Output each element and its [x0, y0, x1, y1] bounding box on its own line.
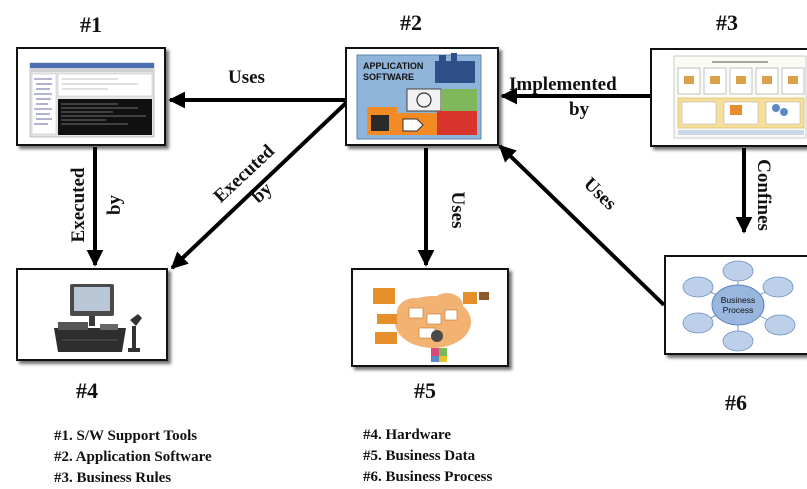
- edge-3-to-2-label-line2: by: [569, 99, 590, 120]
- business-data-cloud-image: [373, 288, 489, 362]
- legend-item-5: #5. Business Data: [363, 448, 476, 464]
- node-6-business-process-box: Business Process: [664, 255, 807, 355]
- business-rules-image: [673, 55, 807, 139]
- node-1-number: #1: [80, 12, 102, 37]
- application-software-image: APPLICATION SOFTWARE: [356, 53, 482, 140]
- node-4-number: #4: [76, 378, 98, 403]
- app-software-image-text-1: APPLICATION: [363, 61, 423, 71]
- node-6-number: #6: [725, 390, 747, 415]
- legend-right: #4. Hardware #5. Business Data #6. Busin…: [363, 425, 492, 488]
- app-software-image-text-2: SOFTWARE: [363, 72, 414, 82]
- node-3-business-rules-box: [650, 48, 807, 147]
- node-1-support-tools-box: [16, 47, 166, 146]
- node-2-number: #2: [400, 10, 422, 35]
- edge-2-to-4-label-line2: by: [247, 178, 276, 207]
- edge-2-to-5-label: Uses: [447, 192, 468, 229]
- legend-item-4: #4. Hardware: [363, 427, 452, 443]
- node-5-number: #5: [414, 378, 436, 403]
- legend-item-2: #2. Application Software: [54, 449, 212, 465]
- edge-3-to-2-label-line1: Implemented: [509, 74, 617, 95]
- pos-terminal-image: [54, 284, 142, 352]
- edge-3-to-6-label: Confines: [753, 159, 774, 231]
- business-process-image: Business Process: [682, 260, 796, 352]
- business-process-image-text-2: Process: [723, 305, 754, 315]
- edge-6-to-2-label: Uses: [579, 174, 620, 215]
- edge-6-to-2-arrow: [498, 144, 666, 307]
- edge-1-to-4-label-line1: Executed: [68, 167, 89, 242]
- legend-item-6: #6. Business Process: [363, 469, 493, 485]
- software-tools-screenshot-image: [29, 62, 155, 138]
- legend-item-3: #3. Business Rules: [54, 470, 172, 486]
- edge-2-to-1-label: Uses: [228, 67, 265, 88]
- node-2-application-software-box: APPLICATION SOFTWARE: [345, 47, 499, 146]
- node-4-hardware-box: [16, 268, 168, 361]
- node-5-business-data-box: [351, 268, 509, 367]
- edge-2-to-4-arrow: [170, 101, 348, 270]
- edge-1-to-4-label-line2: by: [104, 194, 125, 215]
- legend-item-1: #1. S/W Support Tools: [54, 428, 198, 444]
- business-process-image-text-1: Business: [721, 295, 756, 305]
- legend-left: #1. S/W Support Tools #2. Application So…: [54, 426, 212, 489]
- node-3-number: #3: [716, 10, 738, 35]
